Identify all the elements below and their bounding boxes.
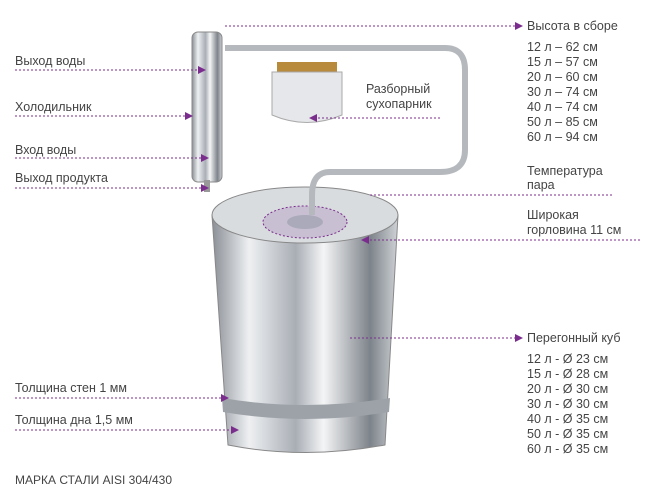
label-neck-2: горловина 11 см (527, 223, 622, 237)
cube-item: 12 л - Ø 23 см (527, 352, 609, 366)
height-item: 40 л – 74 см (527, 100, 598, 114)
label-dry-steamer-1: Разборный (366, 82, 431, 96)
label-dry-steamer-2: сухопарник (366, 97, 432, 111)
cube-item: 60 л - Ø 35 см (527, 442, 609, 456)
cube-list: 12 л - Ø 23 см 15 л - Ø 28 см 20 л - Ø 3… (527, 352, 608, 457)
distillation-cube (211, 186, 399, 453)
label-water-out: Выход воды (15, 54, 86, 68)
label-temp-2: пара (527, 178, 555, 192)
label-product-out: Выход продукта (15, 171, 108, 185)
height-list: 12 л – 62 см 15 л – 57 см 20 л – 60 см 3… (527, 40, 598, 145)
cube-item: 20 л - Ø 30 см (527, 382, 609, 396)
height-item: 60 л – 94 см (527, 130, 598, 144)
height-item: 50 л – 85 см (527, 115, 598, 129)
height-item: 12 л – 62 см (527, 40, 598, 54)
height-item: 20 л – 60 см (527, 70, 598, 84)
label-temp-1: Температура (527, 164, 603, 178)
cube-title: Перегонный куб (527, 331, 621, 345)
cube-item: 50 л - Ø 35 см (527, 427, 609, 441)
height-item: 15 л – 57 см (527, 55, 598, 69)
height-title: Высота в сборе (527, 19, 618, 33)
label-cooler: Холодильник (15, 100, 92, 114)
dry-steamer (271, 62, 343, 123)
cooler-column (191, 31, 223, 192)
label-neck-1: Широкая (527, 208, 579, 222)
steam-pipe (225, 45, 468, 215)
label-water-in: Вход воды (15, 143, 77, 157)
label-bottom-thickness: Толщина дна 1,5 мм (15, 413, 133, 427)
cube-item: 30 л - Ø 30 см (527, 397, 609, 411)
label-wall-thickness: Толщина стен 1 мм (15, 381, 127, 395)
height-item: 30 л – 74 см (527, 85, 598, 99)
cube-item: 40 л - Ø 35 см (527, 412, 609, 426)
callout-lines (15, 22, 640, 434)
cube-item: 15 л - Ø 28 см (527, 367, 609, 381)
steel-grade: МАРКА СТАЛИ AISI 304/430 (15, 473, 173, 487)
